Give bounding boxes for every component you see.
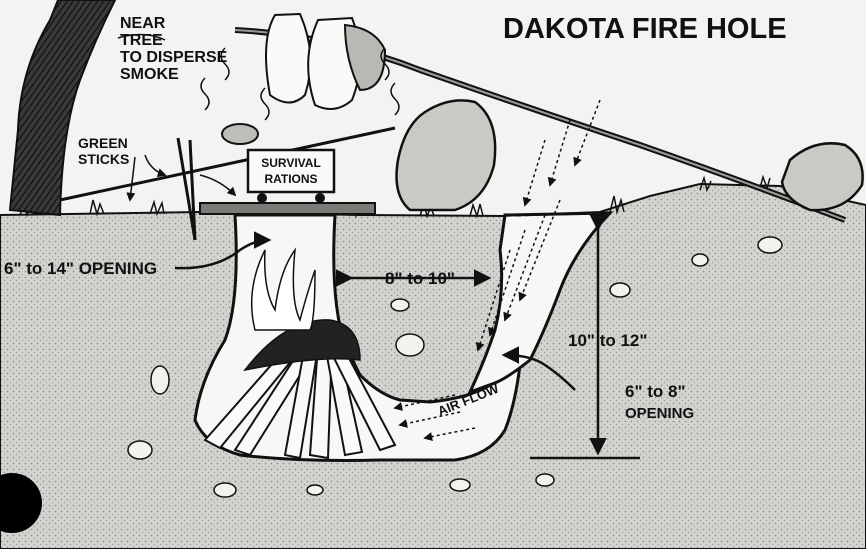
diagram-title: DAKOTA FIRE HOLE: [503, 13, 787, 45]
soil-cross-section: [0, 184, 866, 549]
width-gap-label: 8" to 10": [385, 269, 455, 288]
rations-label-line2: RATIONS: [264, 172, 317, 186]
tree-label-line4: SMOKE: [120, 66, 179, 83]
tree-trunk: [10, 0, 115, 215]
depth-label: 10" to 12": [568, 331, 647, 350]
survival-rations-box: SURVIVAL RATIONS: [248, 150, 334, 203]
leaf: [266, 14, 310, 103]
rations-label-line1: SURVIVAL: [261, 156, 321, 170]
air-opening-label-line2: OPENING: [625, 405, 694, 422]
grill-plank: [200, 203, 375, 214]
sticks-label-line1: GREEN: [78, 135, 128, 151]
sticks-label-line2: STICKS: [78, 151, 129, 167]
tree-label-line2: TREE: [120, 32, 163, 49]
roasting-food: [222, 124, 258, 144]
air-opening-label-line1: 6" to 8": [625, 382, 686, 401]
rock-large: [397, 100, 496, 210]
fire-opening-label: 6" to 14" OPENING: [4, 259, 157, 278]
rock-small: [782, 143, 863, 210]
tree-label-line3: TO DISPERSE: [120, 49, 228, 66]
tree-label-line1: NEAR: [120, 15, 166, 32]
